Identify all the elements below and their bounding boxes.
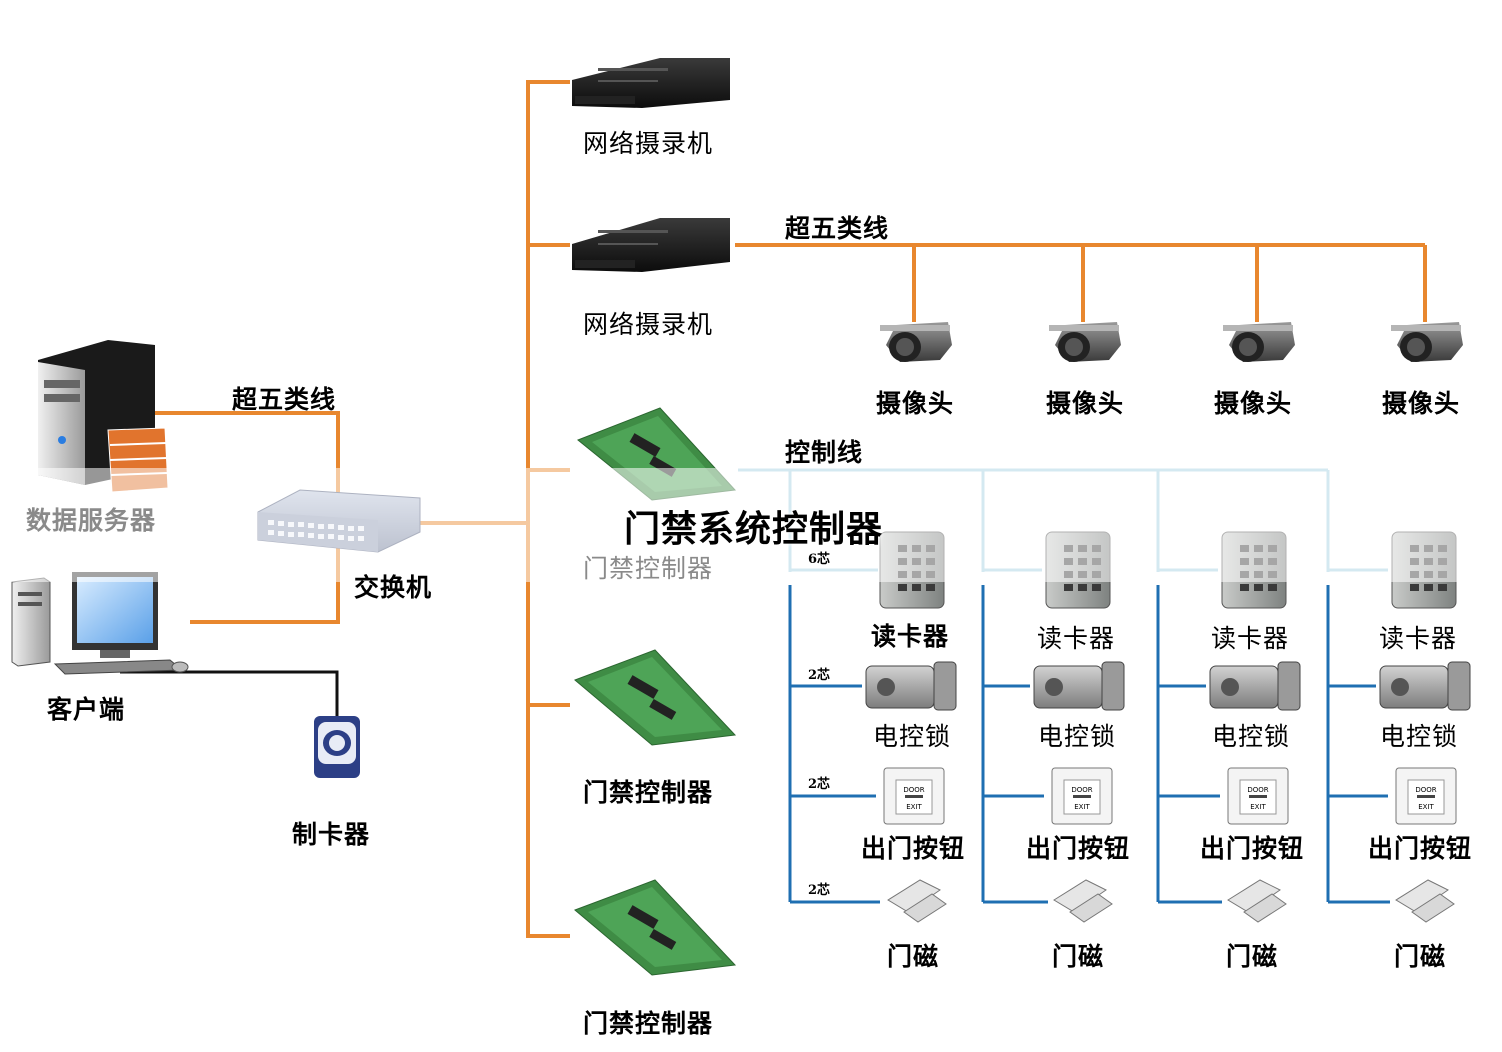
button-label-3: 出门按钮 <box>1200 834 1305 863</box>
door-magnet-icon-3 <box>1227 879 1287 923</box>
lock-label-4: 电控锁 <box>1380 722 1459 751</box>
magnet-label-3: 门磁 <box>1226 942 1279 971</box>
lock-label-3: 电控锁 <box>1212 722 1291 751</box>
button-label-1: 出门按钮 <box>861 834 966 863</box>
controller-label-2: 门禁控制器 <box>583 778 714 807</box>
nvr-label-2: 网络摄录机 <box>583 310 714 339</box>
controller-board-2 <box>574 649 737 746</box>
electric-lock-icon-2 <box>1033 661 1125 711</box>
svg-text:DOOR: DOOR <box>1247 786 1268 794</box>
svg-text:EXIT: EXIT <box>1418 803 1434 811</box>
server-label: 数据服务器 <box>26 506 157 535</box>
exit-button-icon-2: DOOR EXIT <box>1051 767 1113 825</box>
lock-label-2: 电控锁 <box>1038 722 1117 751</box>
electric-lock-icon-3 <box>1209 661 1301 711</box>
card-issuer-icon <box>314 716 360 778</box>
page-title: 门禁系统控制器 <box>624 509 884 550</box>
controller-label-3: 门禁控制器 <box>583 1009 714 1038</box>
electric-lock-icon-4 <box>1379 661 1471 711</box>
reader-label-4: 读卡器 <box>1379 624 1458 653</box>
camera-icon-2 <box>1049 322 1121 362</box>
svg-text:EXIT: EXIT <box>906 803 922 811</box>
svg-text:DOOR: DOOR <box>1415 786 1436 794</box>
wire-label-reader: 6芯 <box>808 552 831 567</box>
control-line-label: 控制线 <box>785 438 864 467</box>
nvr-label-1: 网络摄录机 <box>583 129 714 158</box>
cable-label-cameras: 超五类线 <box>785 214 890 243</box>
device-wires <box>788 585 1390 904</box>
client-label: 客户端 <box>47 695 126 724</box>
button-label-2: 出门按钮 <box>1026 834 1131 863</box>
button-label-4: 出门按钮 <box>1368 834 1473 863</box>
issuer-cable <box>120 670 339 720</box>
reader-label-2: 读卡器 <box>1037 624 1116 653</box>
camera-label-2: 摄像头 <box>1046 389 1125 418</box>
svg-text:DOOR: DOOR <box>903 786 924 794</box>
reader-label-3: 读卡器 <box>1211 624 1290 653</box>
controller-label-1: 门禁控制器 <box>583 554 714 583</box>
exit-button-icon-3: DOOR EXIT <box>1227 767 1289 825</box>
door-magnet-icon-1 <box>887 879 947 923</box>
svg-text:EXIT: EXIT <box>1250 803 1266 811</box>
exit-button-icon-1: DOOR EXIT <box>883 767 945 825</box>
wire-label-button: 2芯 <box>808 777 831 792</box>
title-band <box>0 468 1502 582</box>
door-magnet-icon-2 <box>1053 879 1113 923</box>
nvr-device-1 <box>572 58 730 108</box>
camera-icon-3 <box>1223 322 1295 362</box>
switch-label: 交换机 <box>354 573 433 602</box>
nvr-device-2 <box>572 218 730 272</box>
cable-label-left: 超五类线 <box>232 385 337 414</box>
svg-text:EXIT: EXIT <box>1074 803 1090 811</box>
magnet-label-1: 门磁 <box>887 942 940 971</box>
wire-label-magnet: 2芯 <box>808 883 831 898</box>
lock-label-1: 电控锁 <box>873 722 952 751</box>
camera-label-1: 摄像头 <box>876 389 955 418</box>
card-issuer-label: 制卡器 <box>292 820 371 849</box>
camera-label-4: 摄像头 <box>1382 389 1461 418</box>
camera-icon-1 <box>880 322 952 362</box>
door-magnet-icon-4 <box>1395 879 1455 923</box>
magnet-label-2: 门磁 <box>1052 942 1105 971</box>
controller-board-3 <box>574 879 737 976</box>
camera-label-3: 摄像头 <box>1214 389 1293 418</box>
magnet-label-4: 门磁 <box>1394 942 1447 971</box>
camera-icon-4 <box>1391 322 1463 362</box>
electric-lock-icon-1 <box>865 661 957 711</box>
reader-label-1: 读卡器 <box>871 622 950 651</box>
wire-label-lock: 2芯 <box>808 668 831 683</box>
client-pc-icon <box>11 572 189 675</box>
exit-button-icon-4: DOOR EXIT <box>1395 767 1457 825</box>
svg-text:DOOR: DOOR <box>1071 786 1092 794</box>
